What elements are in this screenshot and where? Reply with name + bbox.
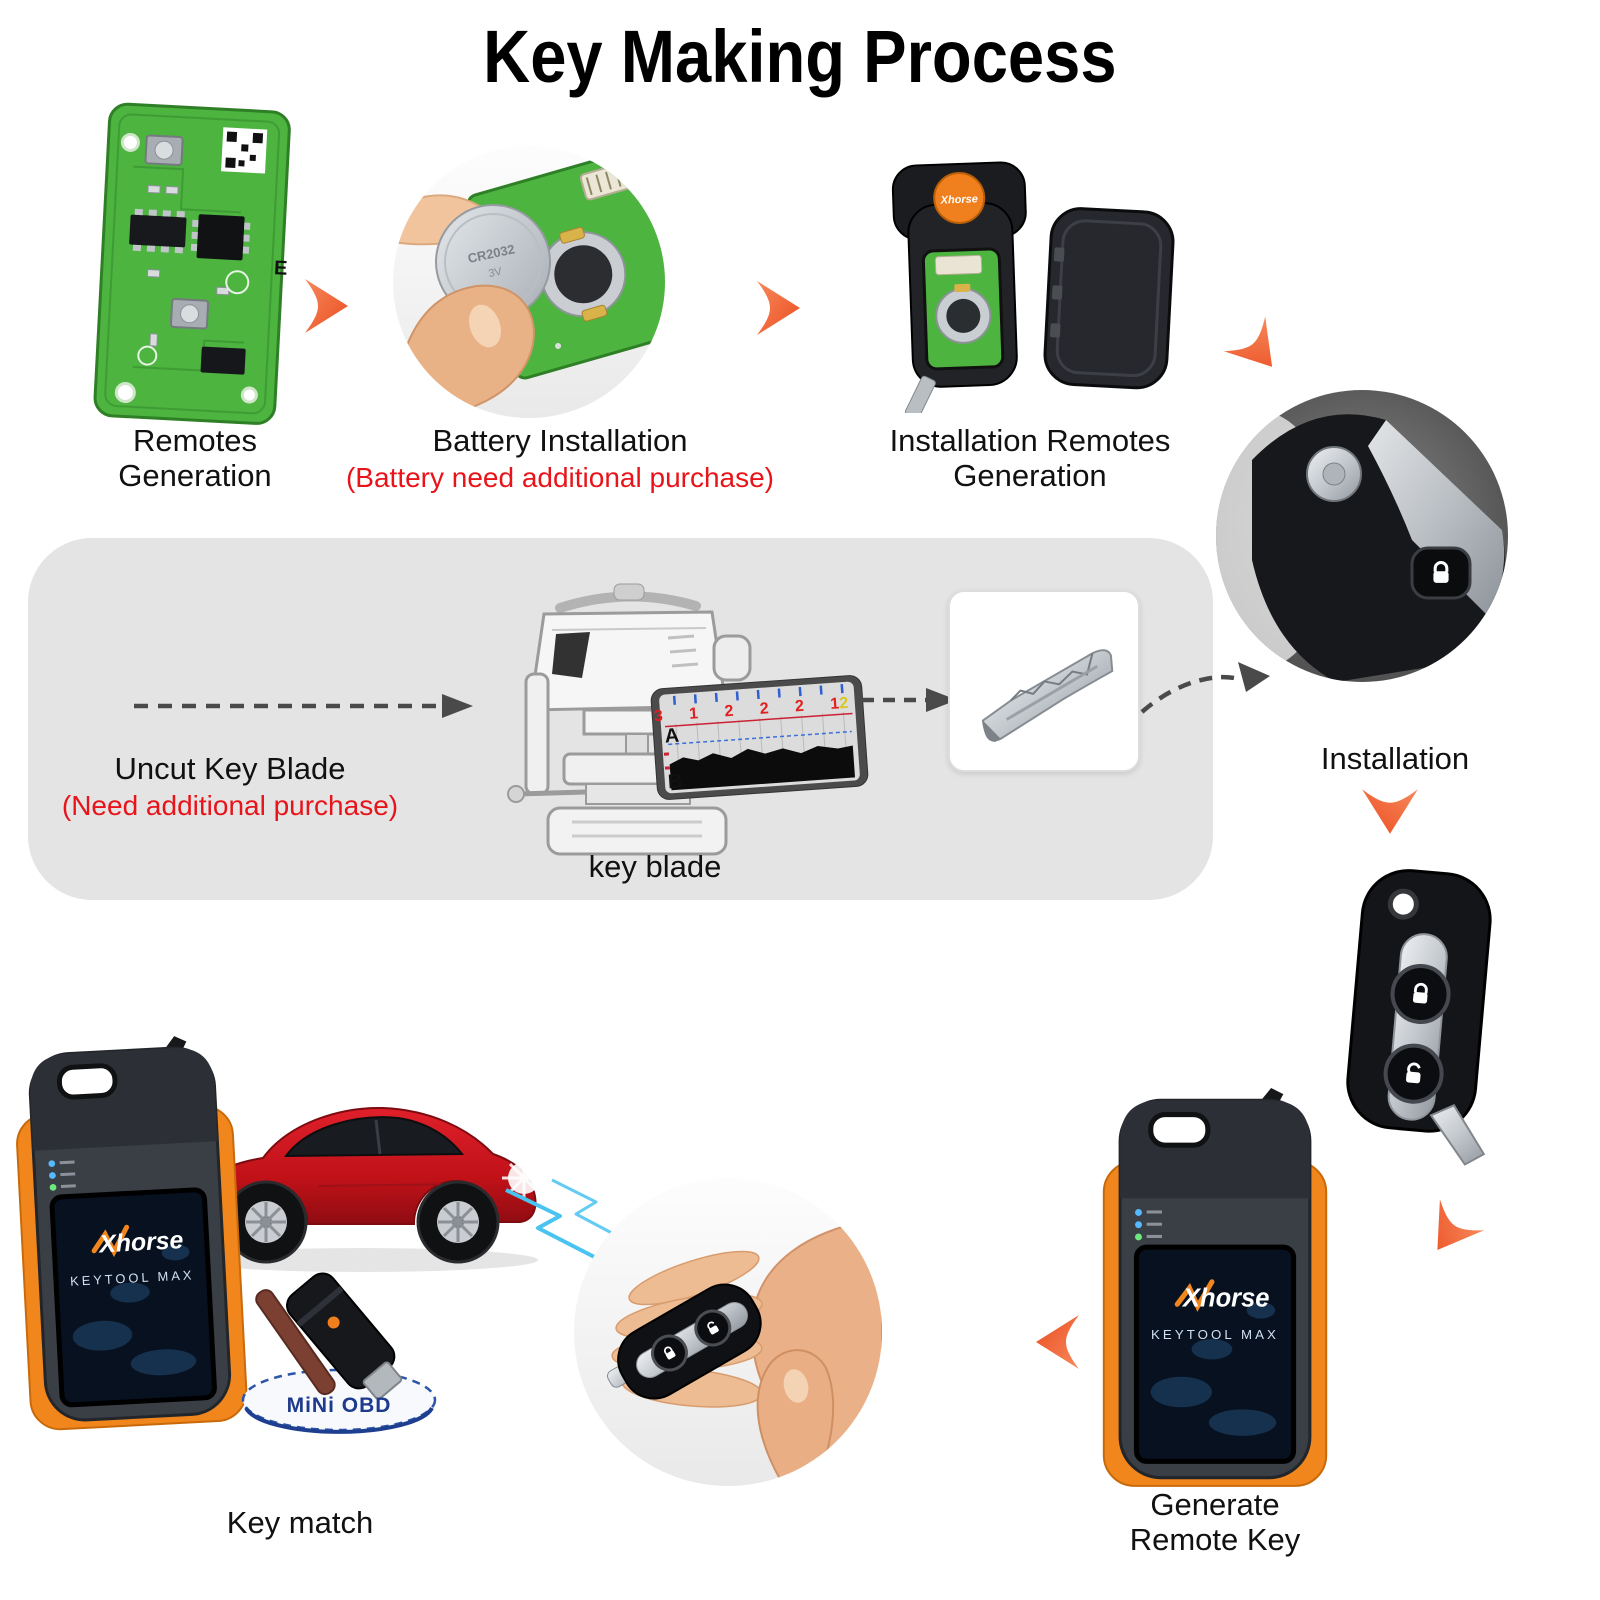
label-line: Installation Remotes — [889, 423, 1171, 458]
title-row: Key Making Process — [0, 14, 1600, 99]
installation-remotes-label: Installation Remotes Generation — [860, 423, 1200, 493]
fob-back-cover — [1043, 207, 1175, 390]
xhorse-logo-badge — [933, 171, 986, 224]
dashed-arrow-icon — [130, 688, 475, 724]
ic-chip — [190, 214, 251, 261]
label-line: Uncut Key Blade — [114, 751, 346, 786]
flip-key-closeup-photo — [1216, 390, 1508, 682]
bitting-last-number: 2 — [839, 695, 849, 713]
hand-holding-key-photo — [574, 1178, 882, 1486]
label-line: Generate — [1150, 1487, 1280, 1522]
uncut-key-blade-label: Uncut Key Blade (Need additional purchas… — [30, 751, 430, 822]
qr-code — [221, 127, 268, 174]
held-flip-key — [607, 1283, 762, 1400]
uncut-note: (Need additional purchase) — [61, 789, 399, 821]
key-blade-label: key blade — [588, 849, 722, 884]
key-bitting-chart: 4 3 1 2 2 2 1 3 2 A B — [648, 673, 871, 803]
page-title: Key Making Process — [483, 15, 1117, 98]
key-blade-tip — [1429, 1104, 1486, 1166]
ic-chip — [200, 346, 246, 375]
battery-voltage: 3V — [487, 265, 503, 280]
fob-logo-text: Xhorse — [939, 193, 978, 206]
arrow-down-icon — [1359, 783, 1421, 839]
bitting-row-a: A — [664, 725, 680, 748]
mini-obd-label: MiNi OBD — [287, 1394, 392, 1417]
arrow-right-icon — [300, 276, 352, 336]
installation-label: Installation — [1320, 741, 1470, 776]
key-match-label: Key match — [226, 1505, 374, 1540]
signal-zigzag-icon — [500, 1172, 655, 1287]
label-line: Battery Installation — [432, 423, 688, 458]
ic-chip — [129, 208, 187, 254]
remotes-generation-label: Remotes Generation — [70, 423, 320, 493]
arrow-down-left-icon — [1411, 1193, 1490, 1270]
headlight — [502, 1156, 546, 1200]
remote-shell-photo: Xhorse — [880, 158, 1190, 413]
label-line: Generation — [953, 457, 1107, 493]
battery-note: (Battery need additional purchase) — [345, 461, 775, 493]
arrow-right-icon — [752, 278, 804, 338]
dashed-curve-arrow-icon — [1138, 648, 1273, 726]
arrow-left-icon — [1032, 1312, 1084, 1372]
car-illustration — [168, 1052, 553, 1287]
pcb-marking: E — [273, 257, 287, 280]
bitting-row-b: B — [667, 771, 683, 794]
battery-installation-photo: CR2032 3V — [393, 146, 665, 418]
keytool-max-device — [6, 1029, 255, 1440]
mini-obd-illustration: MiNi OBD — [232, 1252, 447, 1442]
dashed-arrow-icon — [860, 682, 960, 718]
tactile-switch — [144, 134, 184, 166]
tactile-switch — [169, 298, 210, 330]
stylus-tool — [255, 1289, 336, 1396]
assembled-flip-key-photo — [1320, 862, 1520, 1172]
keyring-hole — [1387, 888, 1419, 920]
cut-blade-photo — [948, 590, 1140, 772]
label-line: Remotes — [132, 423, 258, 458]
label-line: Remote Key — [1129, 1521, 1301, 1557]
fob-front-shell: Xhorse — [891, 161, 1027, 413]
thumb — [756, 1349, 835, 1486]
generate-remote-key-label: Generate Remote Key — [1085, 1487, 1345, 1557]
keytool-max-device — [1096, 1086, 1334, 1494]
thumbnail — [469, 304, 501, 348]
battery-installation-label: Battery Installation (Battery need addit… — [320, 423, 800, 494]
arrow-down-right-icon — [1218, 311, 1297, 389]
label-line: Generation — [118, 457, 272, 493]
remote-pcb-photo: E — [88, 100, 303, 435]
obd-dongle — [286, 1272, 403, 1400]
